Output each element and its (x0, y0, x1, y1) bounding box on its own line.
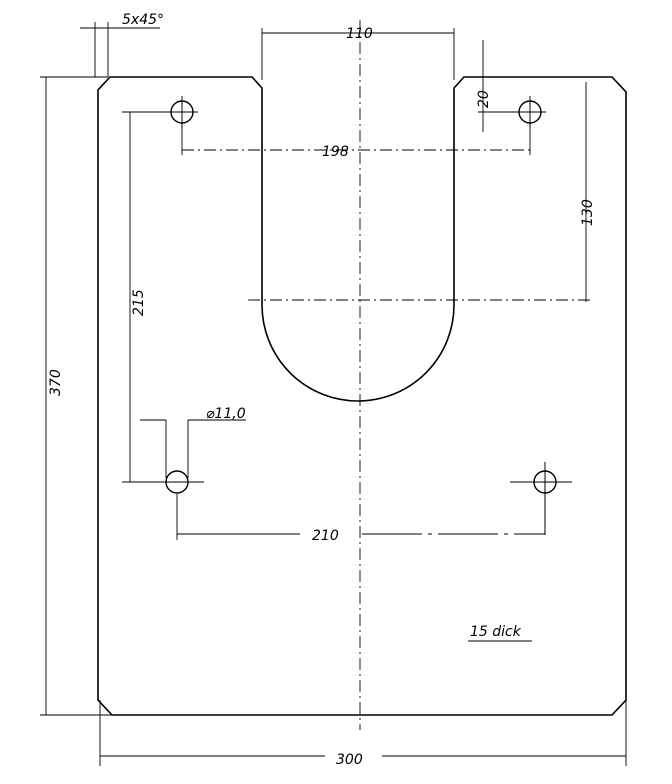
overall-height-label: 370 (48, 369, 64, 396)
overall-width-dimension: 300 (99, 700, 627, 768)
top-hole-spacing-label: 198 (322, 144, 349, 160)
vertical-hole-spacing-label: 215 (131, 289, 147, 316)
bottom-hole-spacing-dimension: 210 (176, 494, 545, 544)
bottom-hole-spacing-label: 210 (312, 528, 339, 544)
hole-diameter-label: ⌀11,0 (206, 406, 246, 422)
slot-center-dimension: 130 (580, 82, 596, 302)
thickness-note: 15 dick (468, 624, 532, 642)
hole-offset-label: 20 (476, 90, 492, 108)
slot-width-label: 110 (346, 26, 373, 42)
hole-offset-dimension: 20 (476, 40, 514, 132)
slot-center-label: 130 (580, 199, 596, 226)
chamfer-label: 5x45° (122, 12, 164, 28)
chamfer-dimension: 5x45° (80, 12, 164, 77)
vertical-hole-spacing-dimension: 215 (122, 111, 170, 483)
overall-width-label: 300 (336, 752, 363, 768)
bottom-right-hole (510, 462, 572, 535)
top-right-hole (514, 96, 546, 128)
slot-width-dimension: 110 (261, 26, 455, 80)
plate-outline (97, 76, 627, 716)
top-left-hole (166, 96, 198, 128)
hole-diameter-dimension: ⌀11,0 (140, 406, 246, 478)
top-hole-spacing-dimension: 198 (181, 128, 531, 160)
overall-height-dimension: 370 (40, 76, 112, 716)
thickness-label: 15 dick (470, 624, 522, 640)
